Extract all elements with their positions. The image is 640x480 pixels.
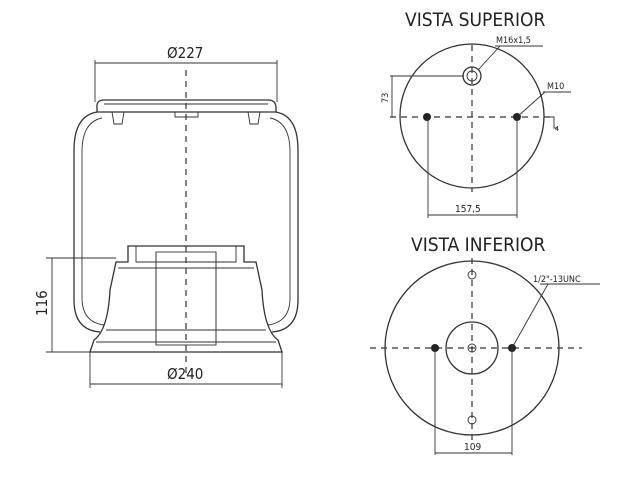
bolt-thread-label: 1/2"-13UNC: [533, 275, 581, 285]
top-view: VISTA SUPERIOR M16x1,5 M10 73 4 157,5: [381, 9, 571, 218]
section-mark: 4: [555, 125, 559, 133]
bottom-view: VISTA INFERIOR 1/2"-13UNC 109: [370, 234, 600, 455]
top-view-title: VISTA SUPERIOR: [405, 9, 546, 31]
height-label: 116: [33, 290, 51, 316]
bellows-right: [271, 111, 299, 333]
bottom-view-title: VISTA INFERIOR: [411, 234, 545, 256]
bottom-diameter-label: Ø240: [167, 365, 203, 383]
bottom-hole: [467, 415, 477, 425]
side-view: Ø227 116 Ø240: [33, 44, 299, 388]
bolt-thread-label: M10: [547, 82, 564, 92]
top-plate: [96, 99, 277, 113]
bolt-spacing-label: 109: [464, 442, 481, 453]
offset-label: 73: [381, 93, 391, 103]
bellows-left: [73, 111, 101, 333]
bolt-hole-left: [423, 113, 431, 121]
bolt-spacing-label: 157,5: [455, 204, 481, 215]
stud-thread-label: M16x1,5: [496, 36, 531, 46]
top-hole: [467, 270, 477, 280]
top-diameter-label: Ø227: [167, 44, 203, 62]
